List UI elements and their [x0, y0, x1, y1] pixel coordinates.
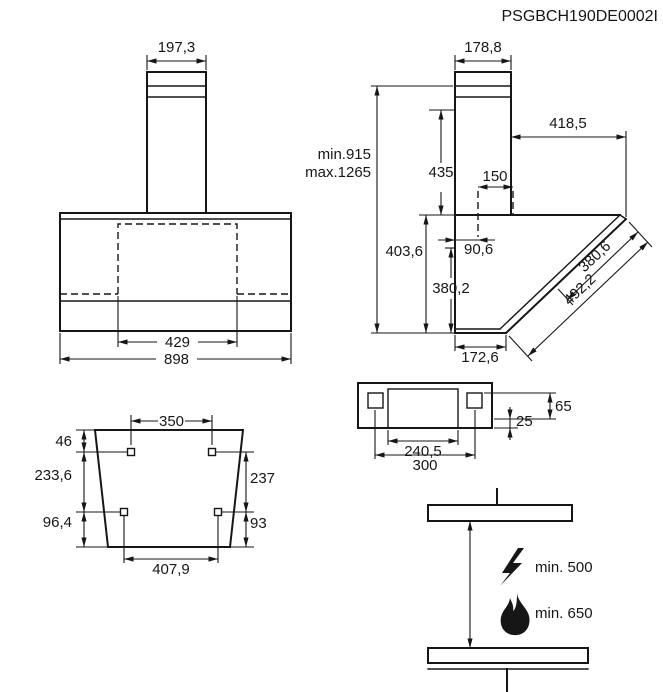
dim-label-left-span: 233,6	[34, 467, 72, 484]
flame-icon	[500, 592, 530, 636]
dim-label: 65	[555, 398, 572, 415]
dim-label-bottom-right: 93	[250, 515, 267, 532]
drawing-code: PSGBCH190DE0002I	[501, 8, 658, 25]
hood-body	[427, 504, 573, 522]
dim-side-total-depth: 418,5	[511, 115, 627, 217]
dim-side-chimney-height: 435	[419, 109, 455, 216]
dim-label-bottom-left: 96,4	[43, 514, 72, 531]
dim-label: 178,8	[464, 39, 502, 56]
dim-template-right-column: 237 93	[216, 451, 275, 548]
dim-template-left-column: 46 233,6 96,4	[34, 429, 127, 548]
bracket-outline	[357, 382, 493, 429]
dim-label: 197,3	[158, 39, 196, 56]
dim-label-min-height: min.915	[318, 146, 371, 163]
side-outline	[454, 71, 628, 335]
lightning-icon	[500, 548, 524, 586]
template-outline	[93, 429, 245, 548]
front-view: 197,3 429 898	[59, 39, 292, 368]
side-view: 178,8 min.915 max.1265 435 403,6 380,2	[305, 39, 653, 366]
dim-label-top-offset: 46	[55, 433, 72, 450]
gas-clearance-label: min. 650	[535, 605, 593, 622]
dim-label: 403,6	[385, 243, 423, 260]
dim-label: 380,2	[432, 280, 470, 297]
dim-front-total-width: 898	[59, 333, 292, 368]
dim-label: 407,9	[152, 561, 190, 578]
dim-side-chimney-depth: 178,8	[454, 39, 512, 70]
dim-side-duct-width: 150	[477, 168, 514, 237]
dim-label: 172,6	[461, 349, 499, 366]
drill-hole-bottom-left	[119, 507, 129, 517]
dim-label: 25	[516, 413, 533, 430]
dim-label: 300	[412, 457, 437, 474]
drill-hole-top-left	[126, 447, 136, 457]
dim-side-overall-height: min.915 max.1265	[305, 85, 453, 334]
dim-side-body-height-outer: 403,6	[385, 215, 455, 334]
dim-side-duct-offset: 90,6	[438, 237, 495, 258]
front-outline	[59, 71, 292, 332]
dim-label-panel-width: 380,6	[575, 238, 614, 276]
dim-label: 435	[428, 164, 453, 181]
dim-label: 898	[164, 351, 189, 368]
drill-hole-top-right	[207, 447, 217, 457]
bracket-screw-right	[466, 392, 483, 409]
bracket-view: 240,5 300 65 25	[357, 382, 572, 474]
dim-label-right-span: 237	[250, 470, 275, 487]
dim-label-max-height: max.1265	[305, 164, 371, 181]
dim-label: 150	[482, 168, 507, 185]
dim-front-duct-width: 429	[117, 296, 238, 351]
dim-side-bottom-depth: 172,6	[454, 335, 507, 366]
dim-side-panel: 380,6 492,2	[508, 221, 653, 362]
dim-template-bottom-spacing: 407,9	[123, 516, 219, 578]
dim-label: 350	[159, 413, 184, 430]
dim-bracket-depth: 25	[494, 407, 533, 440]
dim-label: 90,6	[464, 241, 493, 258]
dim-template-top-spacing: 350	[130, 413, 213, 445]
cooktop	[427, 647, 589, 664]
dim-side-body-height-inner: 380,2	[432, 247, 470, 333]
drill-hole-bottom-right	[213, 507, 223, 517]
dim-label: 418,5	[549, 115, 587, 132]
bracket-screw-left	[367, 392, 384, 409]
drill-template-view: 350 46 233,6 96,4 237 93 407,9	[34, 413, 275, 578]
clearance-view: min. 500 min. 650	[427, 488, 593, 692]
dim-bracket-height: 65	[484, 392, 572, 420]
electric-clearance-label: min. 500	[535, 559, 593, 576]
dim-label: 429	[165, 334, 190, 351]
dim-bracket-outer-width: 300	[374, 410, 476, 474]
dim-front-chimney-width: 197,3	[146, 39, 207, 70]
